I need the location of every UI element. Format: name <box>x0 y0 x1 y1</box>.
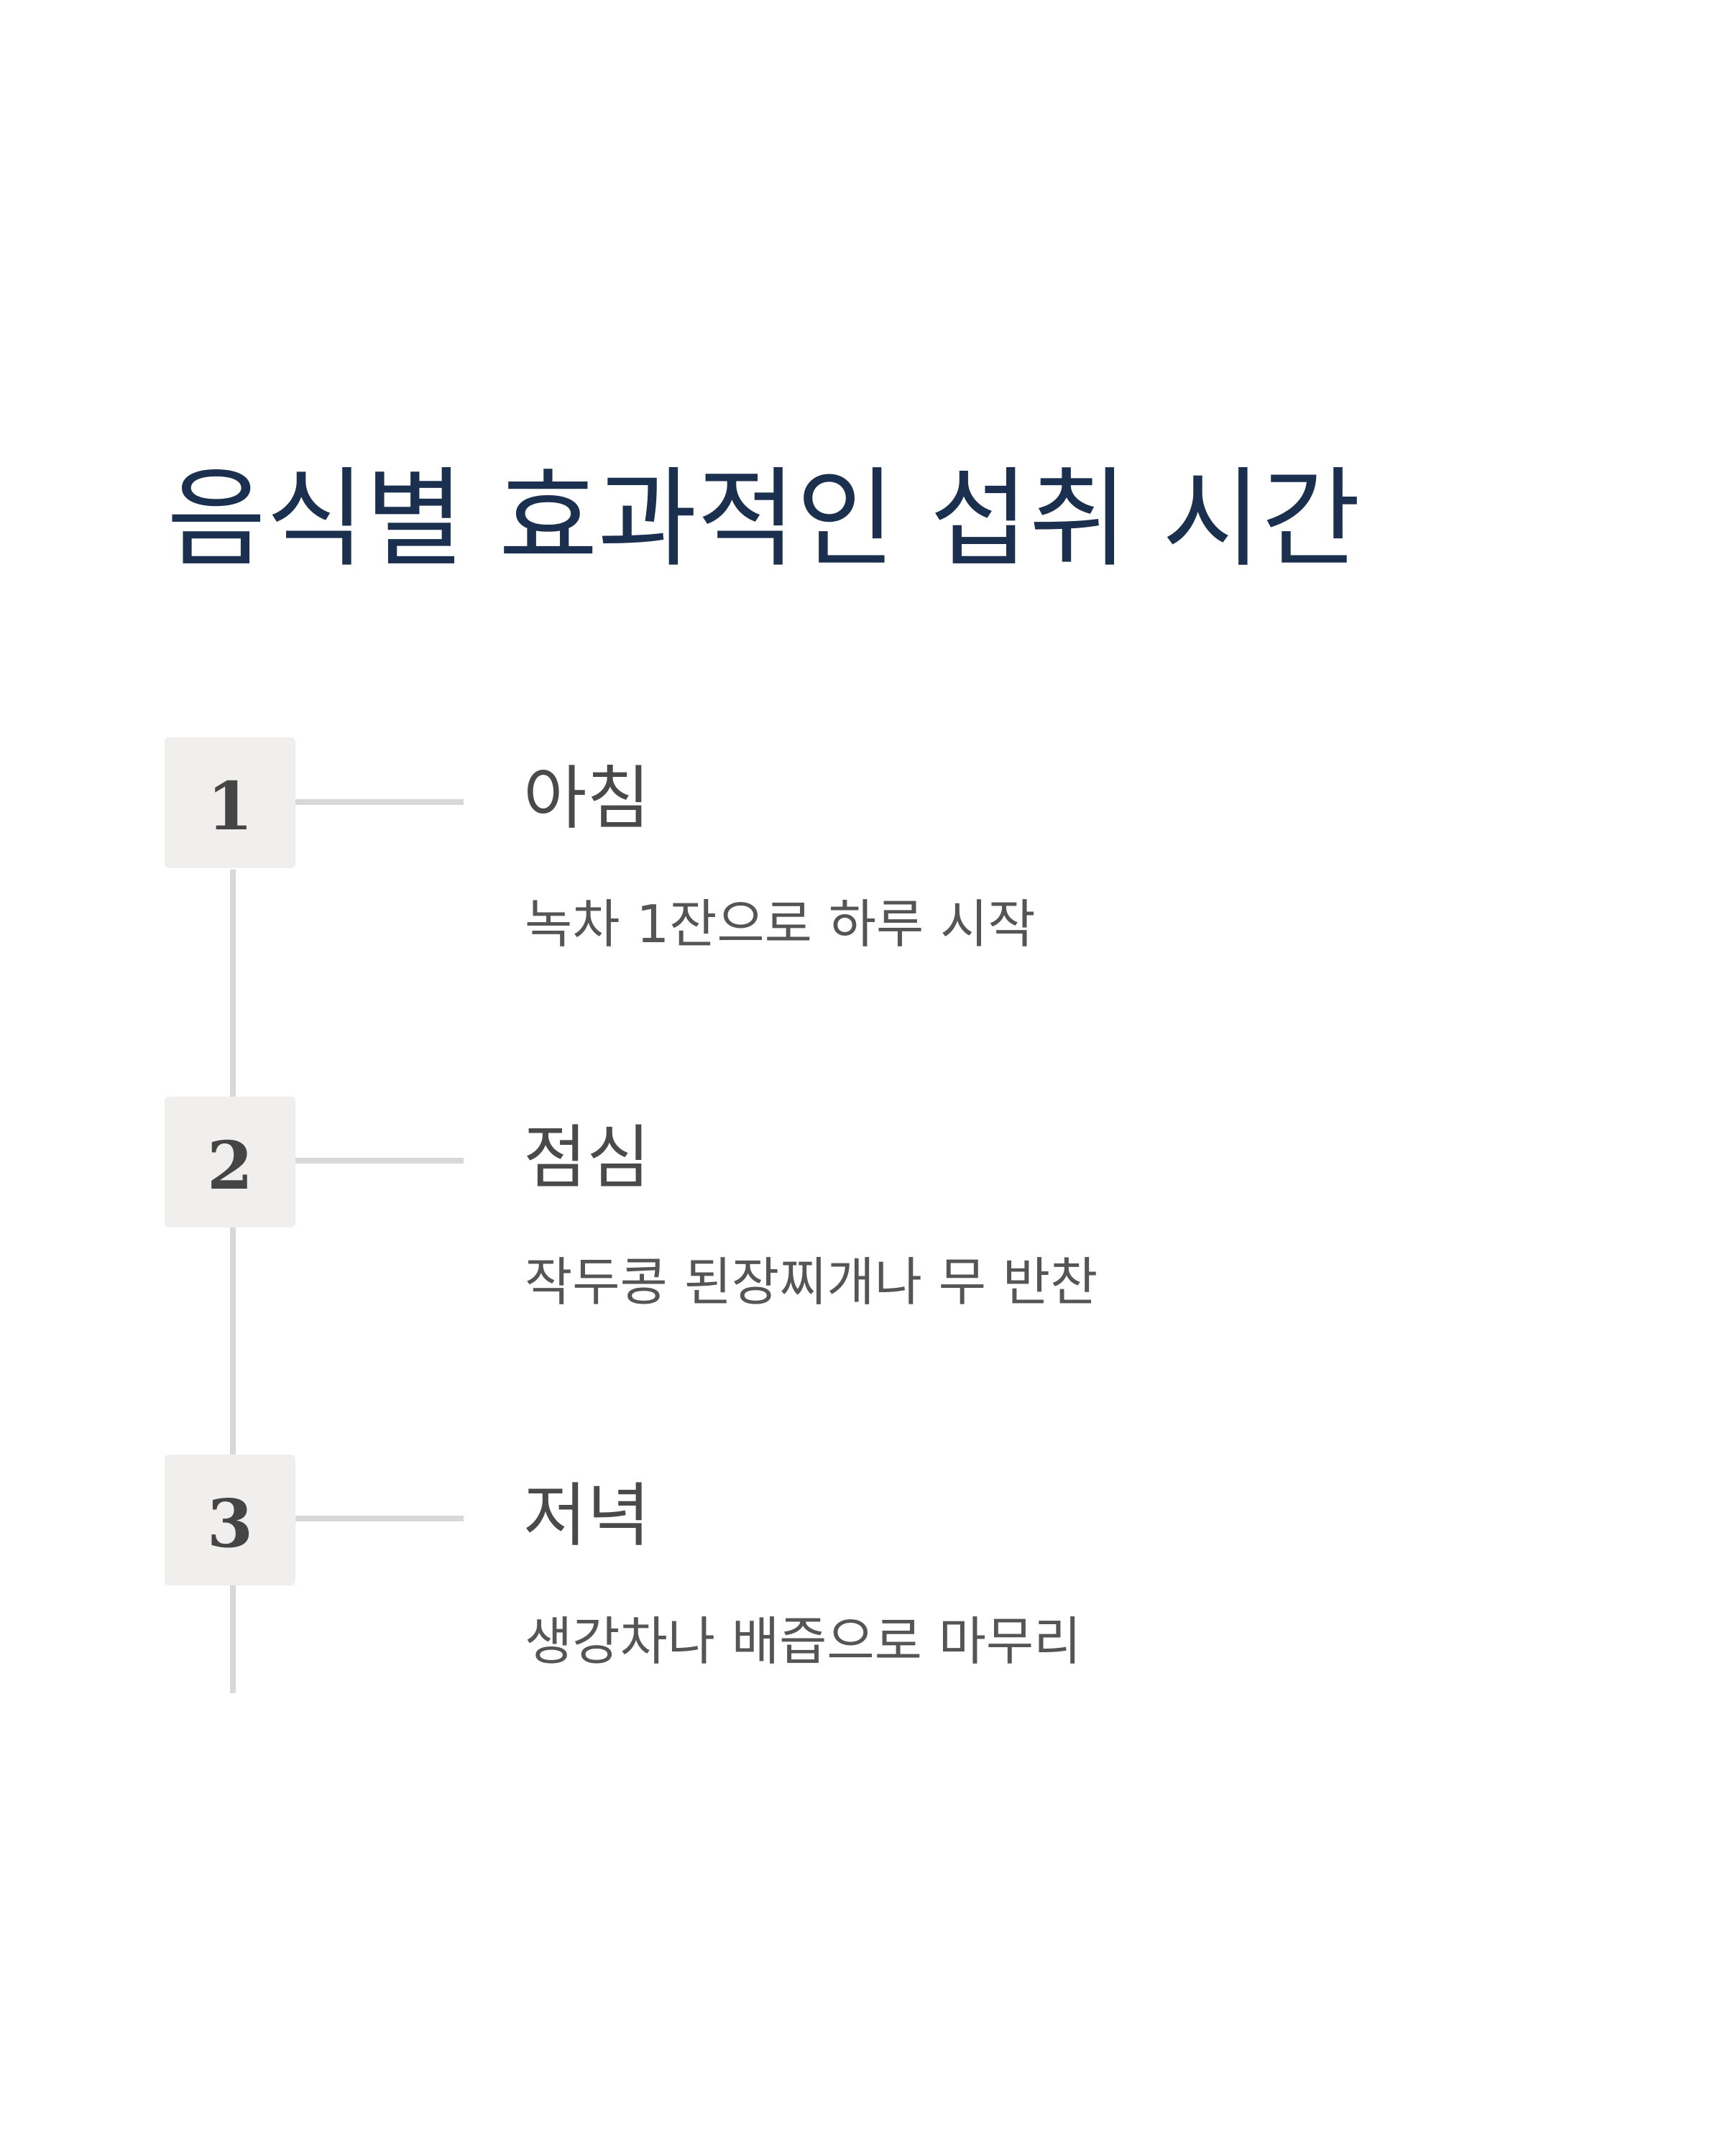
step-number: 1 <box>206 768 253 845</box>
step-number-badge: 2 <box>165 1097 295 1227</box>
step-number: 3 <box>206 1485 253 1562</box>
step-connector <box>295 1516 464 1521</box>
step-heading: 점심 <box>523 1118 650 1198</box>
step-description: 작두콩 된장찌개나 무 반찬 <box>525 1252 1098 1312</box>
timeline-spine-segment <box>230 870 236 1097</box>
step-connector <box>295 799 464 805</box>
page-title: 음식별 효과적인 섭취 시간 <box>167 457 1361 582</box>
step-number-badge: 1 <box>165 737 295 868</box>
step-number-badge: 3 <box>165 1455 295 1585</box>
timeline-spine-segment <box>230 1585 236 1693</box>
step-connector <box>295 1158 464 1164</box>
step-heading: 아침 <box>523 758 650 839</box>
step-description: 녹차 1잔으로 하루 시작 <box>525 894 1036 954</box>
step-number: 2 <box>206 1127 253 1204</box>
timeline-spine-segment <box>230 1227 236 1455</box>
step-heading: 저녁 <box>523 1475 650 1556</box>
step-description: 생강차나 배즙으로 마무리 <box>525 1611 1082 1672</box>
